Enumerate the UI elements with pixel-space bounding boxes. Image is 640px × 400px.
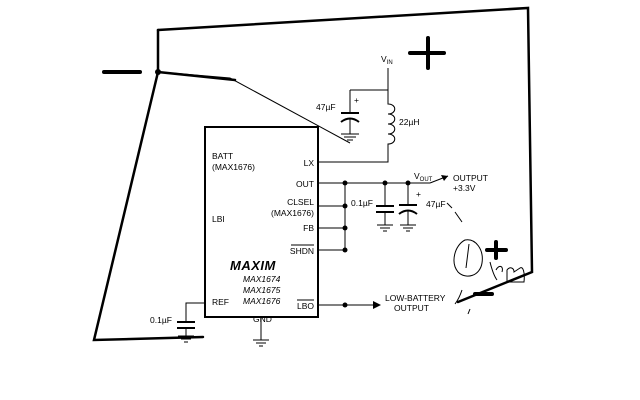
junction-dot (342, 203, 348, 209)
cap-ref-value: 0.1µF (150, 315, 172, 325)
plus-sign-doodle (485, 240, 508, 260)
output-arrow-head (441, 175, 448, 181)
pin-clsel-label: CLSEL (287, 197, 314, 207)
part-number-2: MAX1675 (243, 285, 281, 295)
lowbat-line1: LOW-BATTERY (385, 293, 446, 303)
junction-dot (155, 69, 161, 75)
inductor (318, 90, 396, 163)
lowbat-line2: OUTPUT (394, 303, 429, 313)
pin-batt-part: (MAX1676) (212, 162, 255, 172)
plus-sign-top (408, 36, 446, 70)
hand-drawn-switch (446, 202, 463, 223)
maxim-logo: MAXIM (230, 258, 277, 273)
junction-dot (342, 302, 348, 308)
pin-lbi-label: LBI (212, 214, 225, 224)
pin-ref-label: REF (212, 297, 229, 307)
cap-clsel-value: 0.1µF (351, 198, 373, 208)
pin-clsel-part: (MAX1676) (271, 208, 314, 218)
output-capacitor (398, 183, 418, 232)
vout-label: VOUT (414, 171, 433, 183)
output-title: OUTPUT (453, 173, 488, 183)
pin-batt-label: BATT (212, 151, 233, 161)
cap-in-value: 47µF (316, 102, 336, 112)
clsel-capacitor (376, 183, 394, 232)
cap-out-plus: + (416, 189, 421, 199)
pin-lx-label: LX (304, 158, 315, 168)
hand-drawn-bulb (453, 239, 525, 315)
lbo-arrow-head (373, 301, 381, 309)
cap-out-value: 47µF (426, 199, 446, 209)
ref-capacitor (177, 302, 205, 343)
pin-lbo-label: LBO (297, 301, 314, 311)
output-value: +3.3V (453, 183, 476, 193)
inductor-value: 22µH (399, 117, 420, 127)
pin-out-label: OUT (296, 179, 314, 189)
junction-dot (342, 225, 348, 231)
part-number-3: MAX1676 (243, 296, 281, 306)
ic-ground-symbol (253, 317, 269, 347)
pin-fb-label: FB (303, 223, 314, 233)
junction-dot (342, 247, 348, 253)
input-capacitor (340, 90, 360, 141)
hand-drawn-loop (92, 6, 534, 342)
part-number-1: MAX1674 (243, 274, 281, 284)
cap-in-plus: + (354, 95, 359, 105)
pin-gnd-label: GND (253, 314, 272, 324)
pin-shdn-label: SHDN (290, 246, 314, 256)
vin-label: VIN (381, 54, 393, 66)
